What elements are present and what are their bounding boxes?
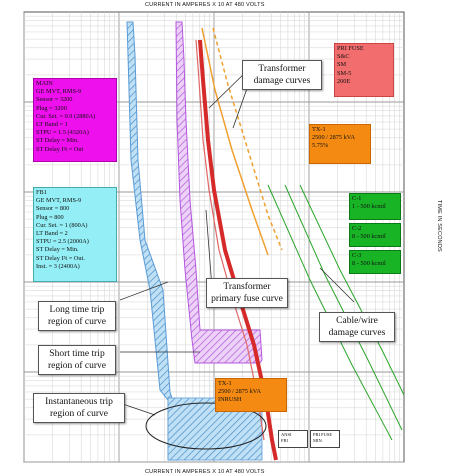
fb1-breaker-label: FB1 GE MVT, RMS-9 Sensor = 800 Plug = 80…	[33, 187, 117, 282]
transformer-damage-callout: Transformer damage curves	[242, 60, 322, 90]
tx1-label-top: TX-1 2500 / 2875 kVA 5.75%	[309, 124, 371, 164]
cable-c1-label: C-1 1 - 500 kcmil	[349, 193, 401, 220]
bottom-axis-title: CURRENT IN AMPERES X 10 AT 480 VOLTS	[145, 469, 265, 475]
main-breaker-label: MAIN GE MVT, RMS-9 Sensor = 3200 Plug = …	[33, 78, 117, 162]
top-axis-title: CURRENT IN AMPERES X 10 AT 480 VOLTS	[145, 2, 265, 8]
fb1-small-label: ANSI FB1	[278, 430, 308, 448]
tx1-inrush-label: TX-1 2500 / 2875 kVA INRUSH	[215, 378, 287, 412]
right-axis-title: TIME IN SECONDS	[436, 200, 442, 252]
cable-c3-label: C-3 8 - 500 kcmil	[349, 250, 401, 274]
main-breaker-curve-band	[126, 21, 180, 461]
pri-fuse-label: PRI FUSE S&C SM SM-5 200E	[334, 43, 394, 97]
cable-damage-curve-2	[284, 184, 403, 431]
short-time-callout: Short time trip region of curve	[38, 345, 116, 375]
transformer-primary-fuse-callout: Transformer primary fuse curve	[206, 278, 288, 308]
cable-damage-callout: Cable/wire damage curves	[319, 312, 395, 342]
instantaneous-highlight-ellipse	[145, 402, 267, 450]
cable-damage-curve-3	[299, 184, 405, 396]
cable-c2-label: C-2 8 - 500 kcmil	[349, 223, 401, 247]
fb1-breaker-curve-band	[175, 21, 263, 364]
transformer-damage-curve-2	[212, 27, 283, 251]
long-time-callout: Long time trip region of curve	[38, 301, 116, 331]
transformer-damage-curve-1	[201, 27, 269, 256]
instantaneous-callout: Instantaneous trip region of curve	[33, 393, 125, 423]
pri-fuse-small-label: PRI FUSE MIN.	[310, 430, 340, 448]
primary-fuse-curve	[198, 39, 278, 461]
